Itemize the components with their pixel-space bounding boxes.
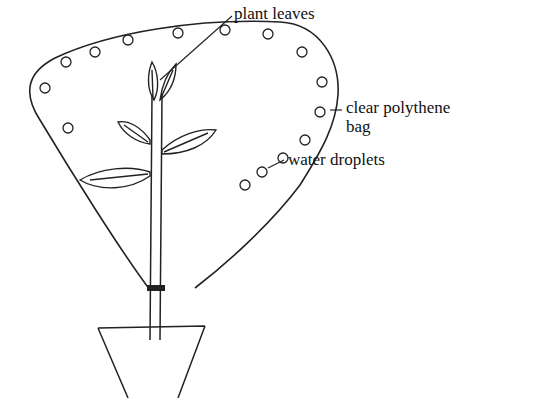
- part-label: plant leaves: [232, 4, 317, 23]
- stem: [150, 95, 162, 340]
- leaves: [80, 62, 216, 188]
- bag-tie: [147, 285, 165, 291]
- part-label: clear polythene bag: [344, 98, 473, 136]
- part-label: water droplets: [286, 150, 387, 169]
- water-droplets: [40, 25, 327, 190]
- pot: [98, 326, 205, 398]
- leader-lines: [160, 16, 342, 168]
